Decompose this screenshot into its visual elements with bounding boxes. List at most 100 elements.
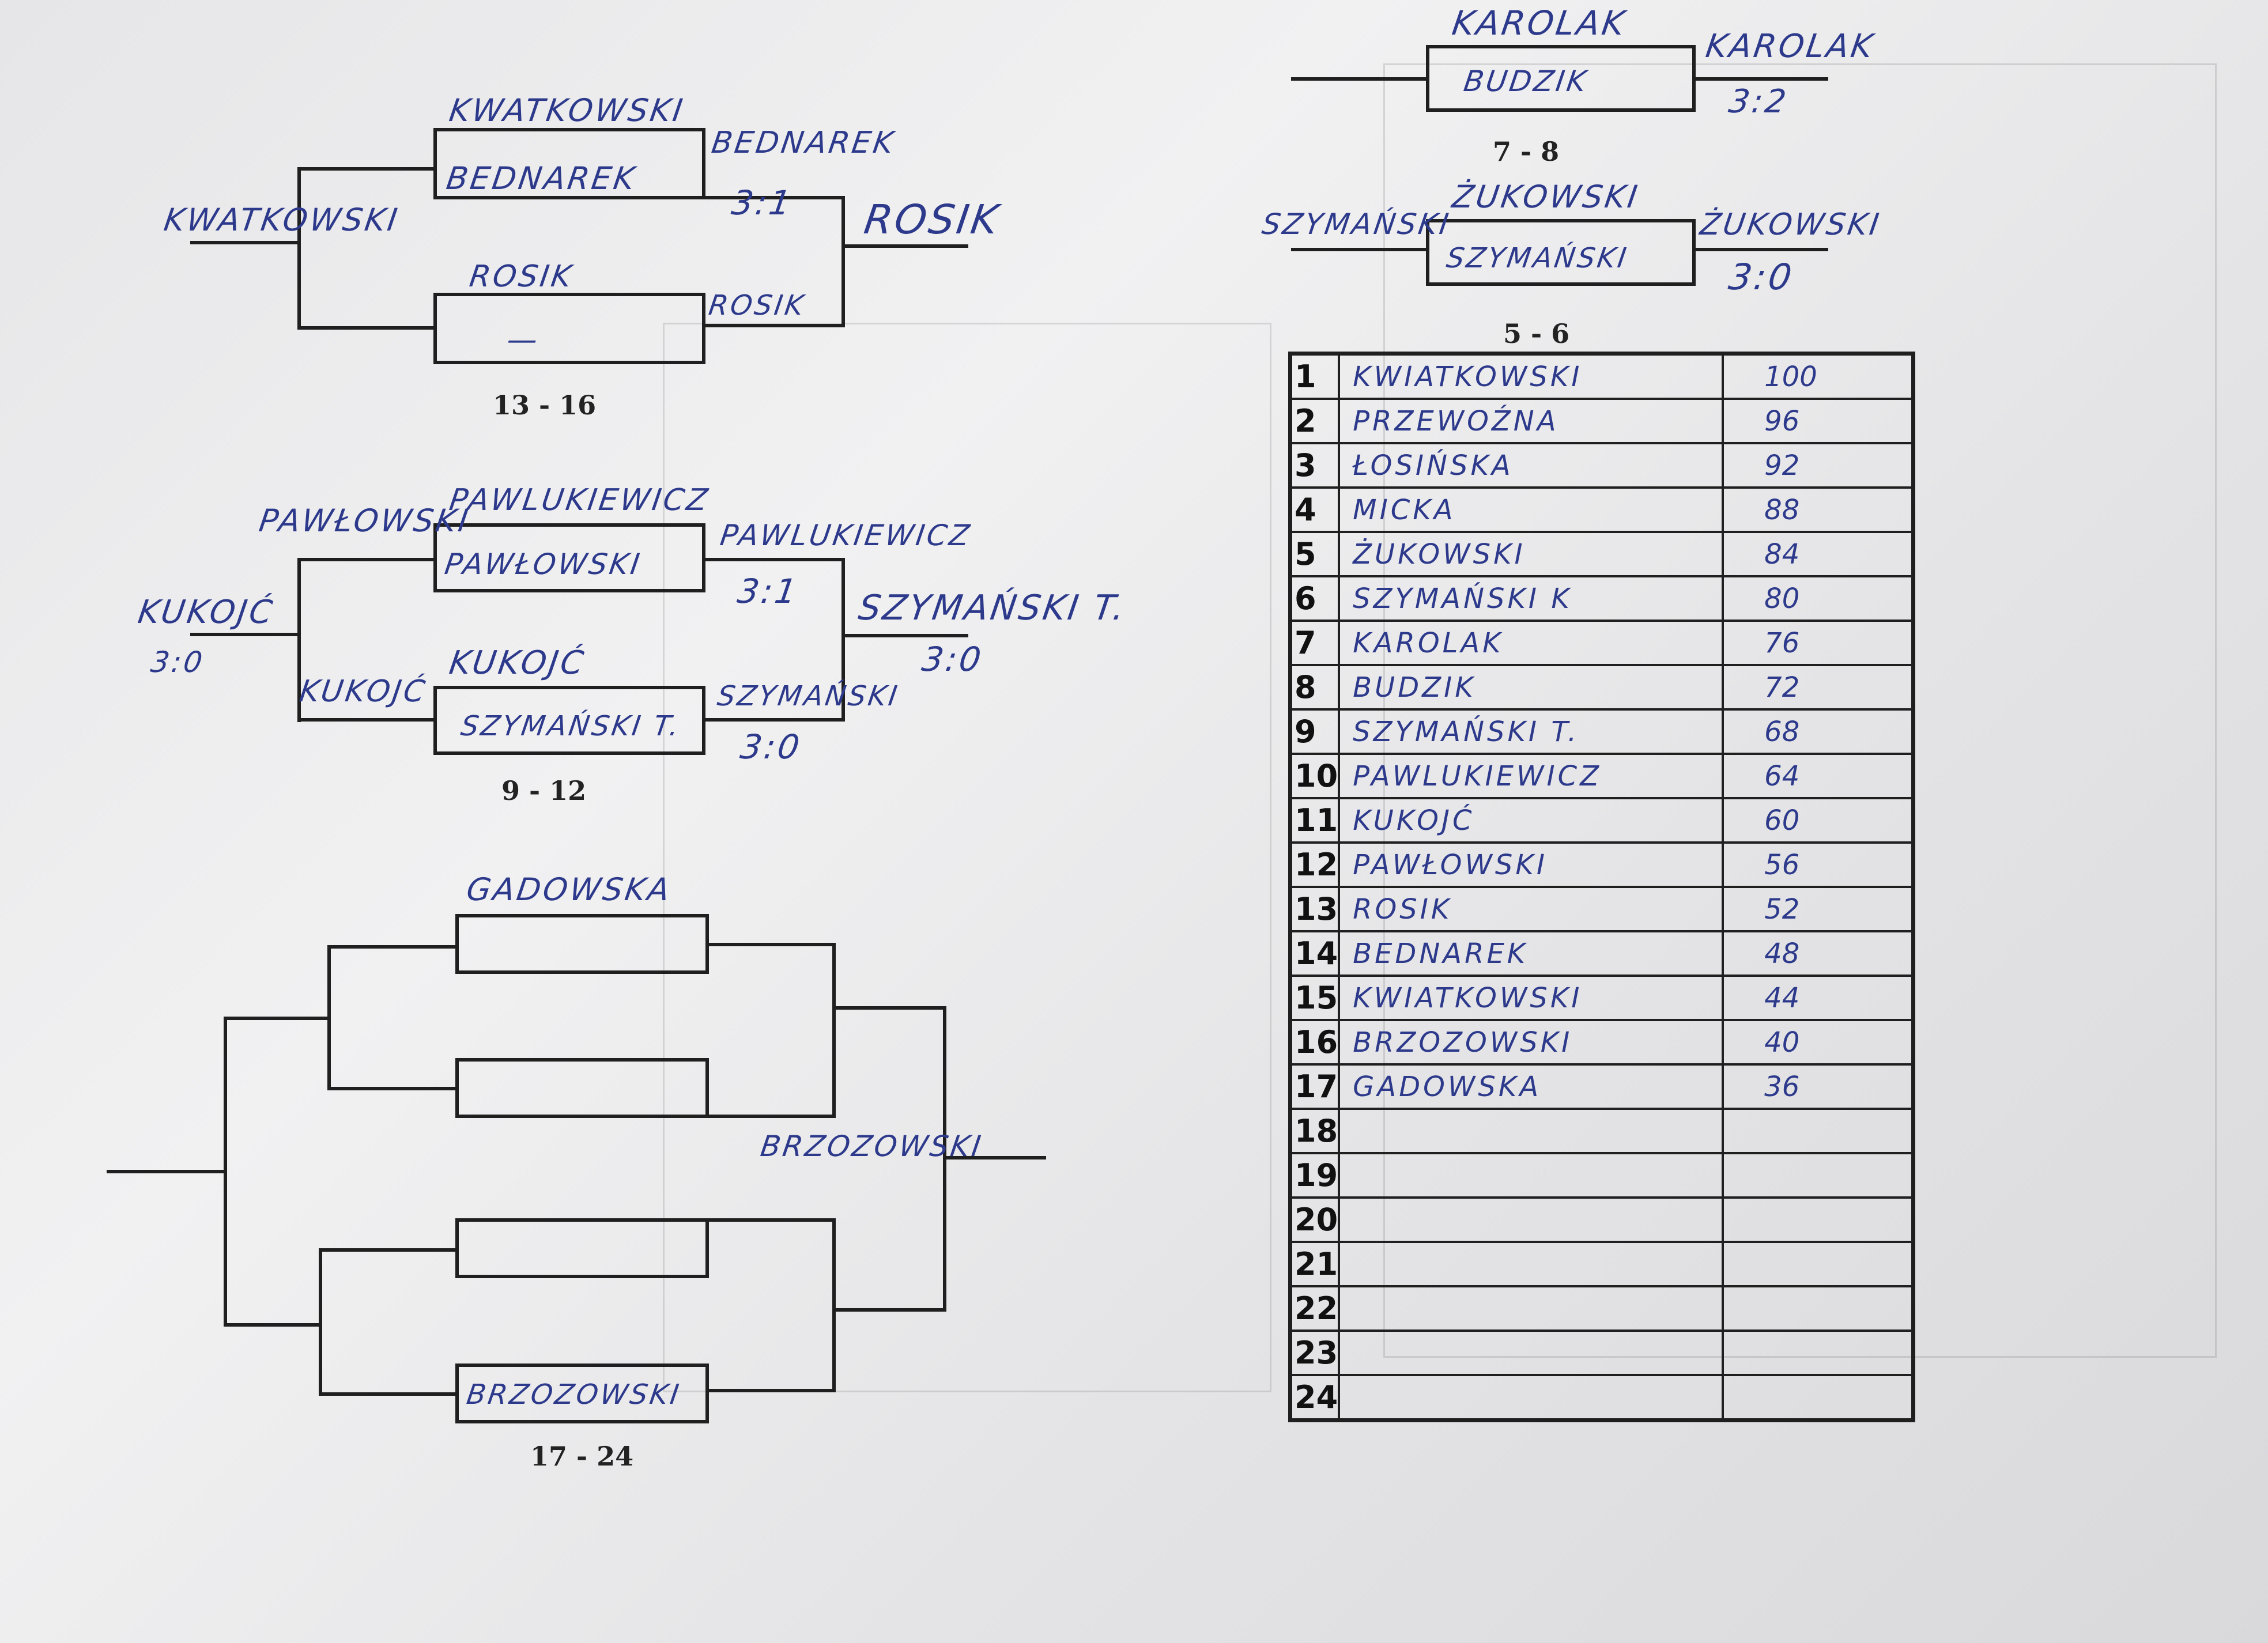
name-cell: ŻUKOWSKI — [1338, 531, 1724, 577]
points-cell: 100 — [1722, 352, 1915, 400]
position-cell: 5 — [1289, 531, 1341, 577]
ranking-row: 22 — [1289, 1285, 1915, 1332]
top-box-name: BEDNAREK — [444, 160, 639, 197]
top-right: PAWLUKIEWICZ — [718, 519, 974, 552]
name-cell — [1338, 1196, 1724, 1243]
position-cell: 3 — [1289, 442, 1341, 489]
points-cell: 44 — [1722, 975, 1915, 1021]
left-name: SZYMAŃSKI — [1259, 207, 1453, 241]
points-cell: 36 — [1722, 1063, 1915, 1110]
bottom-right: SZYMAŃSKI — [715, 680, 901, 712]
final-score: 3:0 — [919, 640, 986, 679]
name-cell: MICKA — [1338, 486, 1724, 533]
points-cell: 64 — [1722, 753, 1915, 799]
name-cell: SZYMAŃSKI K — [1338, 575, 1724, 622]
position-cell: 12 — [1289, 841, 1341, 888]
ranking-row: 21 — [1289, 1241, 1915, 1287]
name-cell: KWIATKOWSKI — [1338, 352, 1724, 400]
bracket-label: 9 - 12 — [501, 775, 587, 806]
ranking-row: 20 — [1289, 1196, 1915, 1243]
position-cell: 23 — [1289, 1329, 1341, 1376]
points-cell: 72 — [1722, 664, 1915, 711]
name-cell: SZYMAŃSKI T. — [1338, 708, 1724, 755]
bottom-score: 3:0 — [738, 727, 805, 766]
name-cell: ŁOSIŃSKA — [1338, 442, 1724, 489]
match-box-top — [433, 523, 705, 592]
position-cell: 1 — [1289, 352, 1341, 400]
final-winner: BRZOZOWSKI — [758, 1130, 986, 1163]
bracket-label: 17 - 24 — [530, 1441, 634, 1472]
bottom-left: KUKOJĆ — [297, 674, 429, 709]
position-cell: 21 — [1289, 1241, 1341, 1287]
match-box — [1426, 45, 1696, 112]
position-cell: 19 — [1289, 1152, 1341, 1199]
name-cell — [1338, 1374, 1724, 1422]
above-name: KAROLAK — [1450, 3, 1629, 43]
ranking-row: 18 — [1289, 1108, 1915, 1154]
name-cell: KWIATKOWSKI — [1338, 975, 1724, 1021]
name-cell: PAWLUKIEWICZ — [1338, 753, 1724, 799]
position-cell: 15 — [1289, 975, 1341, 1021]
box4-name: BRZOZOWSKI — [465, 1378, 684, 1411]
match-box-4 — [455, 1363, 709, 1423]
position-cell: 10 — [1289, 753, 1341, 799]
match-box-bottom — [433, 293, 705, 364]
name-cell — [1338, 1108, 1724, 1154]
right-name: ŻUKOWSKI — [1697, 207, 1884, 242]
name-cell — [1338, 1285, 1724, 1332]
match-box-2 — [455, 1058, 709, 1118]
points-cell: 40 — [1722, 1019, 1915, 1066]
position-cell: 17 — [1289, 1063, 1341, 1110]
points-cell: 52 — [1722, 886, 1915, 932]
position-cell: 4 — [1289, 486, 1341, 533]
name-cell: ROSIK — [1338, 886, 1724, 932]
right-name: KAROLAK — [1703, 28, 1877, 65]
ranking-row: 23 — [1289, 1329, 1915, 1376]
top-score: 3:1 — [729, 183, 796, 222]
ghost-bracket-lines — [663, 323, 1271, 1392]
position-cell: 9 — [1289, 708, 1341, 755]
points-cell: 48 — [1722, 930, 1915, 977]
position-cell: 7 — [1289, 620, 1341, 666]
name-cell — [1338, 1329, 1724, 1376]
bracket-label: 5 - 6 — [1503, 318, 1570, 349]
bracket-label: 7 - 8 — [1493, 136, 1560, 167]
bottom-box-name: SZYMAŃSKI T. — [459, 710, 684, 742]
name-cell: PRZEWOŹNA — [1338, 398, 1724, 444]
left-upper: PAWŁOWSKI — [256, 503, 473, 539]
name-cell — [1338, 1152, 1724, 1199]
points-cell — [1722, 1152, 1915, 1199]
points-cell: 56 — [1722, 841, 1915, 888]
name-cell: BUDZIK — [1338, 664, 1724, 711]
bottom-above: ROSIK — [467, 259, 576, 294]
ranking-row: 24 — [1289, 1374, 1915, 1422]
position-cell: 20 — [1289, 1196, 1341, 1243]
bottom-above: KUKOJĆ — [447, 644, 588, 682]
bottom-right: ROSIK — [707, 289, 808, 322]
points-cell: 68 — [1722, 708, 1915, 755]
score: 3:2 — [1726, 83, 1791, 120]
top-right: BEDNAREK — [709, 126, 898, 160]
position-cell: 11 — [1289, 797, 1341, 844]
above-name: ŻUKOWSKI — [1450, 179, 1642, 215]
points-cell — [1722, 1241, 1915, 1287]
name-cell: BEDNAREK — [1338, 930, 1724, 977]
points-cell: 84 — [1722, 531, 1915, 577]
left-lower-score: 3:0 — [148, 645, 207, 679]
box-name: BUDZIK — [1461, 65, 1591, 98]
points-cell — [1722, 1196, 1915, 1243]
ranking-row: 19 — [1289, 1152, 1915, 1199]
